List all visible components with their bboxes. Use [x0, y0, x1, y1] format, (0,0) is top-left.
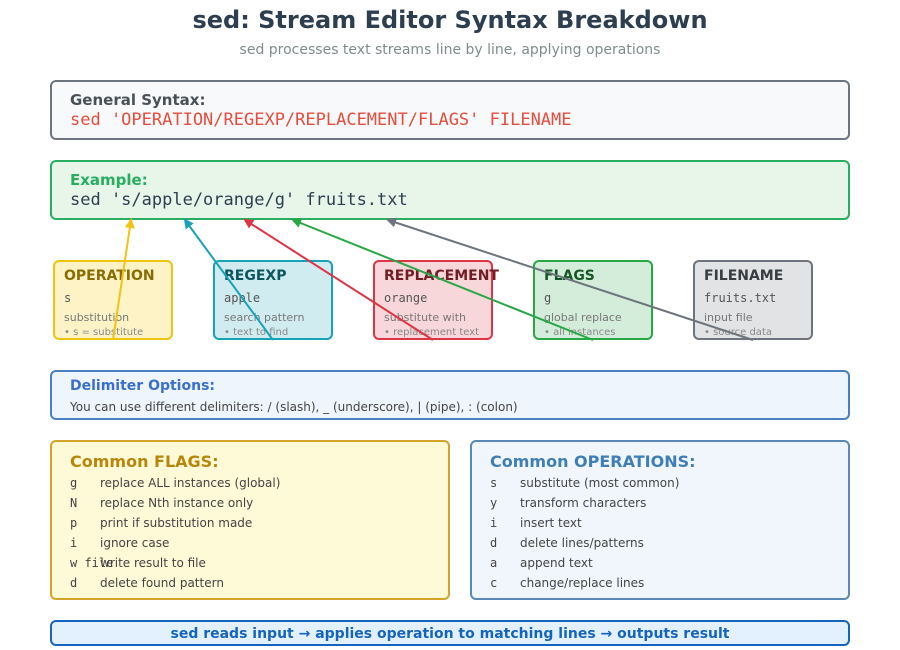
component-note: • source data [704, 327, 772, 338]
general-syntax-box: General Syntax: sed 'OPERATION/REGEXP/RE… [50, 80, 850, 140]
arrow-flags [291, 218, 594, 341]
arrow-regexp [183, 218, 274, 341]
component-value: orange [384, 291, 428, 305]
list-item-description: append text [520, 556, 593, 570]
list-item-key: p [70, 516, 78, 530]
list-item: d delete found pattern [70, 576, 410, 592]
component-description: substitution [64, 311, 130, 324]
common-operations-title: Common OPERATIONS: [490, 452, 696, 471]
list-item: a append text [490, 556, 830, 572]
footer-text: sed reads input → applies operation to m… [170, 626, 730, 642]
list-item: i insert text [490, 516, 830, 532]
common-operations-box: Common OPERATIONS: s substitute (most com… [470, 440, 850, 600]
list-item-key: y [490, 496, 498, 510]
list-item-key: i [490, 516, 498, 530]
list-item-key: d [70, 576, 78, 590]
component-value: g [544, 291, 552, 305]
component-description: input file [704, 311, 753, 324]
list-item-description: insert text [520, 516, 582, 530]
list-item-description: replace Nth instance only [100, 496, 254, 510]
list-item-key: c [490, 576, 498, 590]
list-item: d delete lines/patterns [490, 536, 830, 552]
list-item: c change/replace lines [490, 576, 830, 592]
delimiter-options-title: Delimiter Options: [70, 378, 215, 394]
list-item-key: N [70, 496, 78, 510]
component-filename-box: FILENAME fruits.txt input file • source dat… [693, 260, 813, 340]
list-item-key: d [490, 536, 498, 550]
component-title: REGEXP [224, 268, 287, 284]
component-description: search pattern [224, 311, 305, 324]
example-label: Example: [70, 171, 148, 189]
arrow-replacement [243, 218, 434, 341]
component-note: • text to find [224, 327, 289, 338]
list-item-description: delete lines/patterns [520, 536, 644, 550]
page-title: sed: Stream Editor Syntax Breakdown [192, 6, 708, 34]
common-flags-box: Common FLAGS: g replace ALL instances (gl… [50, 440, 450, 600]
list-item-description: delete found pattern [100, 576, 224, 590]
list-item-description: write result to file [100, 556, 206, 570]
list-item: g replace ALL instances (global) [70, 476, 410, 492]
general-syntax-code: sed 'OPERATION/REGEXP/REPLACEMENT/FLAGS'… [70, 110, 572, 130]
list-item-description: transform characters [520, 496, 647, 510]
list-item-key: i [70, 536, 78, 550]
component-title: FILENAME [704, 268, 784, 284]
component-note: • s = substitute [64, 327, 144, 338]
example-box: Example: sed 's/apple/orange/g' fruits.t… [50, 160, 850, 220]
component-note: • replacement text [384, 327, 480, 338]
common-flags-title: Common FLAGS: [70, 452, 219, 471]
list-item-description: change/replace lines [520, 576, 645, 590]
list-item-description: ignore case [100, 536, 170, 550]
arrow-operation [112, 218, 135, 341]
delimiter-options-text: You can use different delimiters: / (sla… [70, 400, 518, 414]
list-item-description: replace ALL instances (global) [100, 476, 281, 490]
arrow-filename [386, 217, 754, 341]
example-code: sed 's/apple/orange/g' fruits.txt [70, 190, 408, 210]
list-item-key: w file [70, 556, 114, 570]
list-item-description: substitute (most common) [520, 476, 680, 490]
list-item: i ignore case [70, 536, 410, 552]
general-syntax-label: General Syntax: [70, 91, 206, 109]
page-subtitle: sed processes text streams line by line,… [239, 42, 661, 58]
component-value: fruits.txt [704, 291, 777, 305]
list-item-key: a [490, 556, 498, 570]
component-description: global replace [544, 311, 622, 324]
list-item: s substitute (most common) [490, 476, 830, 492]
footer-box: sed reads input → applies operation to m… [50, 620, 850, 646]
list-item: y transform characters [490, 496, 830, 512]
list-item-description: print if substitution made [100, 516, 253, 530]
list-item: p print if substitution made [70, 516, 410, 532]
list-item-key: g [70, 476, 78, 490]
component-value: s [64, 291, 72, 305]
list-item-key: s [490, 476, 498, 490]
component-title: FLAGS [544, 268, 595, 284]
component-note: • all instances [544, 327, 616, 338]
component-title: OPERATION [64, 268, 155, 284]
delimiter-options-box: Delimiter Options: You can use different… [50, 370, 850, 420]
component-title: REPLACEMENT [384, 268, 499, 284]
